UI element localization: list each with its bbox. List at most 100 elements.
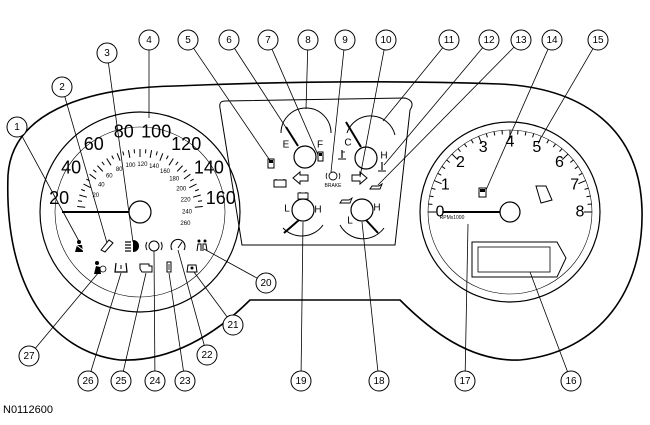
tachometer-tick — [431, 187, 436, 190]
oil-low-label: L — [347, 216, 353, 227]
callout-leader-line — [541, 48, 594, 137]
callout-leader-line — [529, 271, 568, 372]
key-icon — [166, 261, 172, 273]
speedometer-tick — [168, 158, 174, 166]
callout-circle — [541, 29, 563, 51]
charging-low-label: L — [284, 204, 290, 215]
speedometer-inner-label: 120 — [137, 162, 148, 168]
fuel-empty-label: E — [283, 140, 290, 151]
callout-number: 9 — [342, 35, 348, 46]
speedometer-tick — [81, 189, 86, 192]
tachometer-tick — [470, 139, 474, 144]
tachometer-unit-label: RPMx1000 — [440, 215, 465, 221]
tachometer-tick — [451, 153, 459, 161]
speedometer-tick — [176, 165, 183, 172]
speedometer-inner-label: 80 — [116, 167, 123, 173]
oil-gauge-hub — [350, 198, 374, 222]
callout-circle — [196, 344, 218, 366]
tachometer-tick — [485, 133, 488, 138]
callout-circle — [222, 314, 244, 336]
speedometer-outer-label: 140 — [194, 158, 224, 178]
callout-number: 18 — [373, 376, 385, 387]
brake-warning-icon — [325, 171, 341, 181]
callout-leader-line — [464, 223, 469, 372]
tachometer-tick — [463, 143, 468, 148]
door-ajar-icon — [196, 239, 208, 252]
speedometer-tick — [197, 200, 203, 202]
callout-number: 3 — [104, 48, 110, 59]
brake-label: BRAKE — [325, 183, 343, 189]
tire-pressure-icon — [114, 262, 128, 273]
callout-circle — [77, 370, 99, 392]
temp-hot-label: H — [380, 151, 387, 162]
message-center-screen — [477, 246, 551, 273]
callout-leader-line — [193, 271, 228, 318]
tachometer-tick — [429, 195, 434, 198]
tachometer-tick — [552, 143, 557, 148]
callout-circle — [290, 370, 312, 392]
tachometer-tick — [578, 172, 583, 176]
callout-leader-line — [153, 250, 156, 372]
tachometer-dial — [419, 121, 601, 303]
speedometer-inner-label: 180 — [169, 177, 180, 183]
tachometer-tick — [569, 159, 574, 163]
callout-leader-line — [382, 47, 444, 122]
speedometer-tick — [192, 194, 201, 198]
tachometer-label: 6 — [555, 154, 564, 171]
callout-circle — [375, 29, 397, 51]
charging-gauge-needle — [283, 219, 300, 234]
callout-leader-line — [203, 248, 258, 279]
speedometer-inner-label: 160 — [160, 169, 171, 175]
callout-circle — [334, 29, 356, 51]
speedometer-tick — [149, 150, 153, 158]
callout-leader-line — [90, 272, 122, 372]
callout-leader-line — [193, 48, 272, 163]
speedometer-tick — [77, 200, 83, 202]
speedometer-tick — [175, 161, 179, 166]
callout-leader-line — [21, 135, 81, 244]
center-gauge-panel — [219, 97, 413, 246]
speedometer-tick — [190, 178, 194, 182]
oil-can-icon — [339, 196, 353, 204]
speedometer-hub — [128, 200, 152, 224]
speedometer-dial — [39, 111, 241, 313]
speedometer-tick — [77, 206, 86, 208]
battery-warning-icon — [273, 179, 287, 188]
callout-circle — [6, 116, 28, 138]
callout-circle — [177, 29, 199, 51]
charging-gauge-hub — [291, 198, 315, 222]
callout-circle — [144, 370, 166, 392]
speedometer-inner-ring — [54, 126, 226, 298]
tachometer-tick — [584, 187, 589, 190]
callout-leader-line — [383, 47, 483, 166]
callout-number: 11 — [444, 35, 455, 46]
tachometer-label: 7 — [570, 177, 579, 194]
speedometer-inner-label: 20 — [92, 193, 99, 199]
speedometer-inner-label: 60 — [106, 173, 113, 179]
speedometer-outer-label: 60 — [84, 134, 104, 154]
speedometer-inner-label: 200 — [176, 186, 187, 192]
airbag-icon — [94, 261, 107, 274]
tachometer-label: 2 — [456, 154, 465, 171]
speedometer-inner-label: 240 — [182, 209, 193, 215]
speedometer-outer-label: 160 — [206, 188, 236, 208]
callout-number: 12 — [483, 35, 495, 46]
right-turn-arrow-icon — [351, 170, 368, 186]
callout-circle — [218, 29, 240, 51]
callout-number: 27 — [23, 351, 35, 362]
tachometer-tick — [478, 136, 483, 144]
tachometer-tick — [561, 153, 569, 161]
callout-number: 7 — [265, 35, 271, 46]
tachometer-hub — [499, 201, 521, 223]
speedometer-tick — [189, 183, 197, 189]
speedometer-inner-label: 260 — [180, 221, 191, 227]
tachometer-tick — [537, 136, 542, 144]
speedometer-tick — [127, 150, 131, 158]
callout-leader-line — [108, 62, 134, 243]
temp-gauge-hub — [354, 146, 378, 170]
cluster-housing-outline — [7, 81, 643, 361]
speedometer-tick — [97, 165, 104, 172]
tachometer-label: 3 — [479, 139, 488, 156]
speedometer-inner-label: 220 — [181, 198, 192, 204]
tachometer-tick — [457, 148, 461, 153]
